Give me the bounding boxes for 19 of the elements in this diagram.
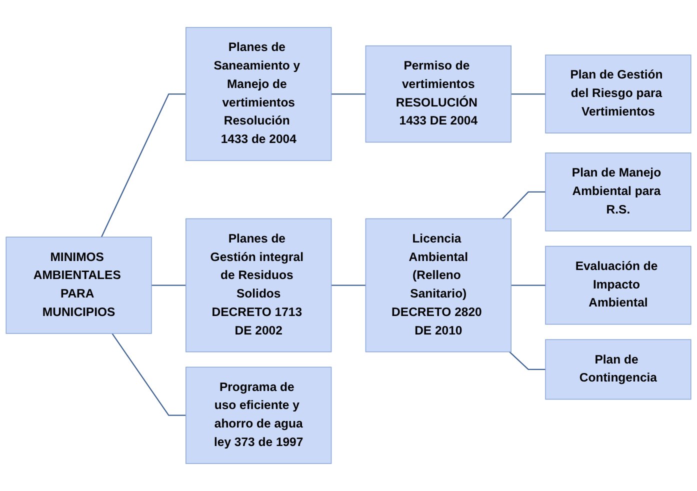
- node-box: Programa de uso eficiente y ahorro de agua ley 373 de 1997: [186, 366, 332, 464]
- connector: [100, 93, 186, 238]
- connector: [511, 93, 546, 95]
- connector: [331, 93, 366, 95]
- connector: [112, 333, 186, 416]
- node-box: Plan de Gestión del Riesgo para Vertimientos: [545, 54, 692, 134]
- node-box: Planes de Gestión integral de Residuos Solidos DECRETO 1713 DE 2002: [186, 218, 332, 352]
- node-box: Permiso de vertimientos RESOLUCIÓN 1433 DE 2004: [365, 45, 512, 143]
- node-box: Plan de Manejo Ambiental para R.S.: [545, 152, 692, 232]
- connector: [331, 284, 366, 286]
- node-box: Plan de Contingencia: [545, 339, 692, 400]
- node-box: Evaluación de Impacto Ambiental: [545, 246, 692, 325]
- node-box: Planes de Saneamiento y Manejo de vertimientos Resolución 1433 de 2004: [186, 27, 332, 161]
- node-box: MINIMOS AMBIENTALES PARA MUNICIPIOS: [6, 236, 152, 334]
- node-box: Licencia Ambiental (Relleno Sanitario) DECRETO 2820 DE 2010: [365, 218, 512, 352]
- connector: [502, 191, 546, 220]
- connector: [509, 351, 546, 370]
- connector: [511, 284, 546, 286]
- connector: [152, 284, 186, 286]
